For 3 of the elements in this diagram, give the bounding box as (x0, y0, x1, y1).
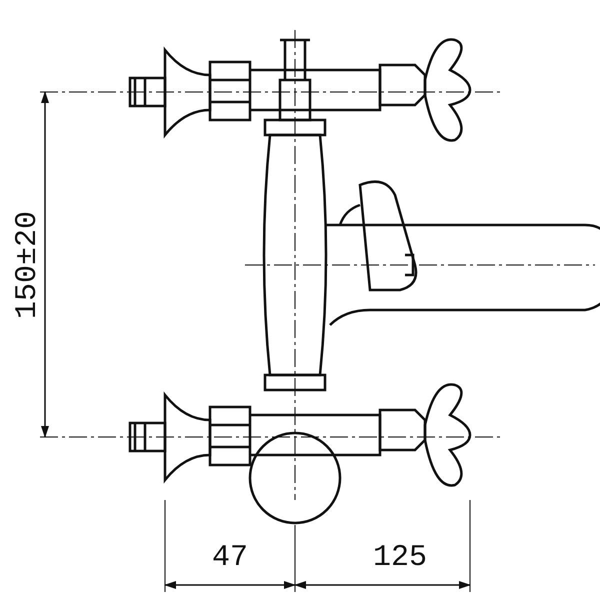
dimension-label: 150±20 (13, 210, 44, 320)
dimension-label: 125 (373, 543, 428, 573)
dimension-label: 47 (212, 543, 248, 573)
